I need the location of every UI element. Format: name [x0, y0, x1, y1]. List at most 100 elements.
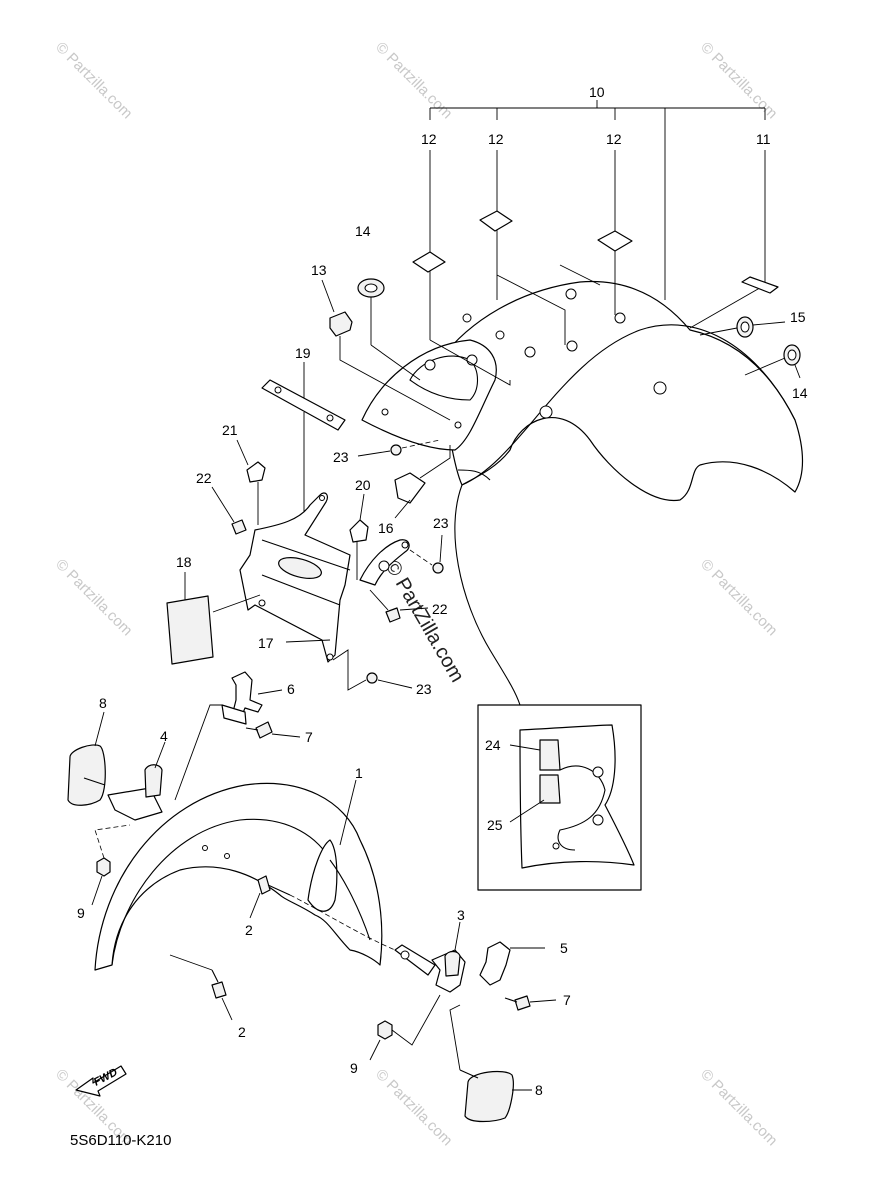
tag-20-callout-line [359, 493, 365, 521]
rear-fender-lip [457, 469, 491, 481]
callout-25: 25 [487, 817, 503, 833]
watermark-top-left: © Partzilla.com [52, 39, 135, 122]
fender-hole [614, 312, 626, 324]
watermark-top-right: © Partzilla.com [697, 39, 780, 122]
detail-hole [592, 766, 604, 778]
callout-12c-leader [559, 264, 601, 286]
tail-mount-hole [381, 408, 389, 416]
tail-mount-hole [424, 359, 436, 371]
fender-hole [653, 381, 667, 395]
fwd-arrow-icon: FWD [75, 1065, 127, 1097]
nut-9-right [369, 994, 441, 1061]
callout-22: 22 [432, 601, 448, 617]
callout-16: 16 [378, 520, 394, 536]
detail-hole [592, 814, 604, 826]
screw-23b-callout-line [439, 534, 443, 563]
callout-2: 2 [238, 1024, 246, 1040]
callout-19: 19 [295, 345, 311, 361]
pad-16-leader [419, 445, 451, 479]
reflector-8a-callout-line [94, 711, 105, 747]
screw-23b-head [432, 562, 444, 574]
bolt-7-bottom [504, 995, 557, 1011]
grommet-15-hole [740, 321, 750, 333]
callout-9: 9 [350, 1060, 358, 1076]
plate-18-leader [212, 594, 261, 613]
grommet-14b-callout-line [794, 364, 801, 379]
screw-23-bottom [332, 649, 413, 691]
tag-21-body [246, 461, 266, 483]
front-fender-cutout [307, 839, 338, 912]
grommet-14-top [357, 278, 421, 381]
nut-9-left [91, 824, 131, 906]
detail-25-callout-line [509, 799, 545, 823]
front-fender-hole [202, 845, 208, 851]
bolt-2a-callout-line [249, 892, 261, 919]
callout-11-leader [689, 284, 766, 329]
bolt-2-upper [249, 875, 291, 919]
bolt-2b-leader [169, 954, 213, 971]
callout-23: 23 [416, 681, 432, 697]
fender-hole [524, 346, 536, 358]
watermark-top-center: © Partzilla.com [372, 39, 455, 122]
nut-9a-dash [94, 824, 131, 859]
bracket-17-arm-hole [378, 560, 390, 572]
callout-13: 13 [311, 262, 327, 278]
fender-tail-mount [361, 339, 497, 451]
front-fender-shell [94, 782, 383, 971]
bracket-5-body [479, 941, 511, 986]
fender-hole [565, 288, 577, 300]
pad-22-right [369, 589, 429, 623]
tag-20-body [349, 519, 369, 543]
bracket-3-callout-line [454, 921, 461, 951]
grommet-15-leader [699, 327, 738, 336]
plate-19-hole [326, 414, 334, 422]
callout-12: 12 [488, 131, 504, 147]
bracket-17-fold2 [261, 574, 341, 606]
callout-22: 22 [196, 470, 212, 486]
pad-22a-callout-line [211, 486, 235, 523]
screw-23c-callout-line [377, 679, 413, 689]
callout-18: 18 [176, 554, 192, 570]
nut-9b-body [377, 1020, 393, 1040]
bracket-6-callout-line [257, 689, 283, 695]
pad-22-left [211, 486, 247, 535]
screw-23c-leader [332, 649, 367, 691]
detail-24-callout-line [509, 744, 541, 751]
bracket-3 [289, 894, 466, 993]
bracket-6-plate [221, 704, 247, 725]
bolt-2-lower [169, 954, 233, 1021]
fender-hole [566, 340, 578, 352]
rear-fender [361, 280, 804, 706]
bracket-3-hole [400, 950, 410, 960]
nut-9b-leader [391, 994, 441, 1046]
callout-20: 20 [355, 477, 371, 493]
tag-20 [349, 493, 369, 580]
rear-fender-edge [461, 324, 796, 486]
bracket-17-fold [261, 539, 351, 571]
diagram-code: 5S6D110-K210 [70, 1132, 171, 1149]
watermark-group: © Partzilla.com © Partzilla.com © Partzi… [52, 39, 780, 1149]
bracket-17-arm-hole [401, 541, 409, 549]
plate-19-body [261, 379, 346, 431]
nut-9a-body [96, 857, 111, 877]
reflector-8-left [67, 711, 106, 806]
callout-7: 7 [305, 729, 313, 745]
front-fender [94, 779, 383, 971]
screw-23-dash [401, 439, 441, 449]
decal-12b [479, 210, 513, 232]
bracket-17-body [239, 492, 351, 663]
connector-13-leader [339, 336, 451, 421]
fender-hole [539, 405, 553, 419]
grommet-14-side [744, 344, 801, 379]
bolt-7a-head [255, 721, 273, 739]
bolt-7b-head [514, 995, 531, 1011]
watermark-center: © PartZilla.com [381, 557, 469, 687]
callout-12b-leader [496, 274, 566, 345]
decal-11 [741, 276, 779, 294]
callout-8: 8 [535, 1082, 543, 1098]
screw-23-head [390, 444, 402, 456]
bracket-4-tube [144, 764, 163, 798]
watermark-bottom-center: © Partzilla.com [372, 1066, 455, 1149]
bracket-3-tube [444, 950, 461, 977]
fwd-arrow-shape [75, 1065, 127, 1097]
